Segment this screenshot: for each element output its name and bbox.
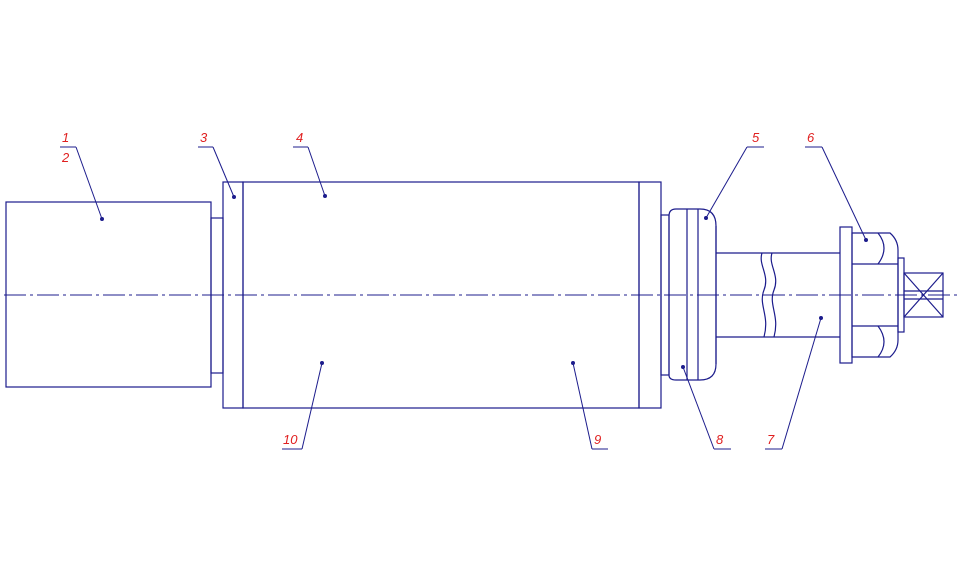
callout-7: 7 [765, 316, 823, 450]
callout-8: 8 [681, 365, 731, 450]
callout-3: 3 [198, 130, 236, 199]
callout-1: 1 2 [60, 130, 104, 221]
callout-label-7: 7 [767, 432, 775, 447]
callout-label-9: 9 [594, 432, 601, 447]
callout-label-8: 8 [716, 432, 724, 447]
callout-6: 6 [805, 130, 868, 242]
callout-10: 10 [282, 361, 324, 450]
callout-label-1: 1 [62, 130, 69, 145]
callout-4: 4 [293, 130, 327, 198]
shaft [716, 252, 840, 338]
callout-label-5: 5 [752, 130, 760, 145]
callout-9: 9 [571, 361, 608, 450]
nut [839, 226, 905, 364]
callout-5: 5 [704, 130, 764, 220]
callout-label-2: 2 [61, 150, 70, 165]
callout-label-10: 10 [283, 432, 298, 447]
callout-label-3: 3 [200, 130, 208, 145]
callout-label-6: 6 [807, 130, 815, 145]
callout-label-4: 4 [296, 130, 303, 145]
